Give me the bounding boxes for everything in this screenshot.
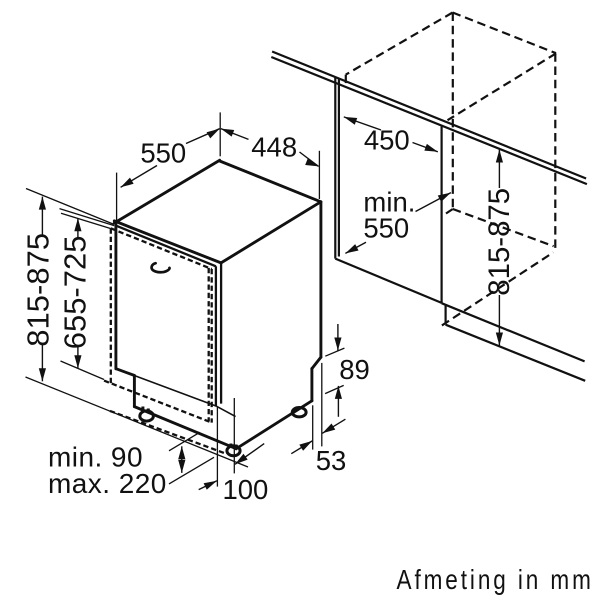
svg-text:100: 100: [222, 474, 268, 505]
svg-text:Afmeting in mm: Afmeting in mm: [397, 565, 594, 596]
svg-text:min.: min.: [363, 187, 415, 218]
svg-text:450: 450: [364, 125, 410, 156]
svg-text:448: 448: [251, 132, 297, 163]
svg-text:min. 90: min. 90: [48, 442, 143, 473]
svg-text:550: 550: [140, 138, 186, 169]
svg-text:550: 550: [363, 213, 409, 244]
svg-text:53: 53: [316, 445, 347, 476]
svg-text:89: 89: [339, 354, 370, 385]
svg-text:max. 220: max. 220: [48, 468, 167, 499]
svg-text:655-725: 655-725: [57, 236, 92, 350]
svg-text:815-875: 815-875: [483, 188, 516, 296]
svg-text:815-875: 815-875: [21, 233, 56, 347]
